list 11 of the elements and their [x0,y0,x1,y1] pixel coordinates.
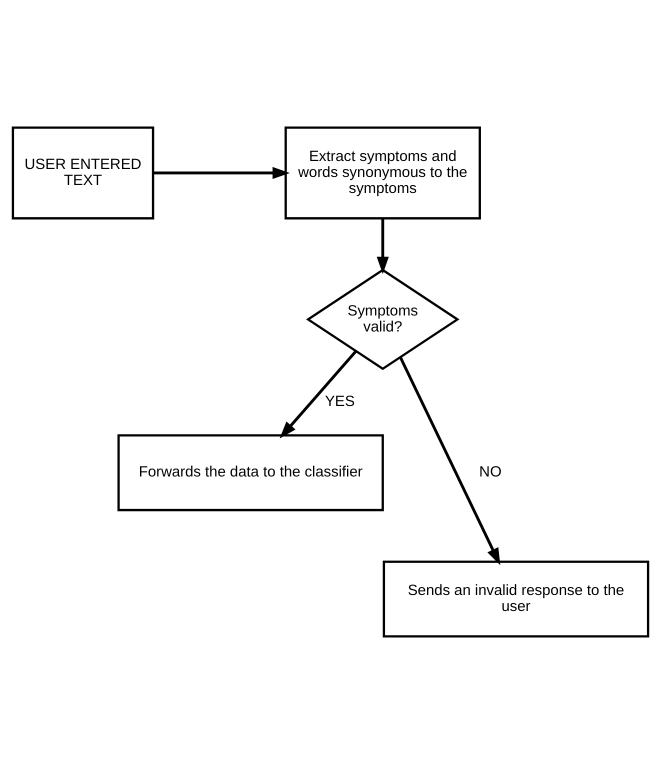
node-box: Forwards the data to the classifier [117,434,384,512]
node-box: Extract symptoms and words synonymous to the symptoms [284,126,481,220]
edge-label: NO [479,464,502,481]
node-diamond: Symptoms valid? [306,268,460,370]
node-box: Sends an invalid response to the user [382,560,650,638]
arrow [399,356,500,566]
arrow [153,166,290,179]
arrow [376,218,389,274]
edge-label: YES [324,393,355,410]
node-box: USER ENTERED TEXT [12,126,154,220]
arrow [280,350,358,438]
